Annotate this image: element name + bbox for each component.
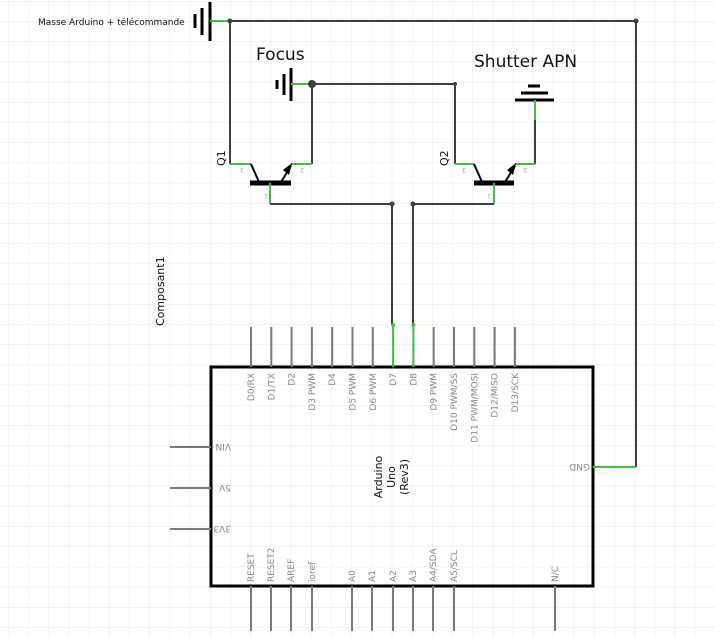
pin-d3-pwm[interactable]: D3 PWM	[308, 327, 318, 411]
pin-gnd[interactable]: GND	[569, 461, 636, 471]
pin-reset2[interactable]: RESET2	[267, 547, 277, 631]
q1-pin-base: 1	[264, 192, 268, 199]
shutter-label: Shutter APN	[474, 52, 577, 72]
pin-label: AREF	[287, 559, 297, 582]
q2-pin-collector: 3	[462, 166, 466, 173]
pin-aref[interactable]: AREF	[287, 559, 297, 631]
arduino-title: Arduino Uno (Rev3)	[372, 455, 411, 498]
pin-label: RESET2	[267, 547, 277, 582]
pin-label: 5V	[218, 482, 231, 492]
pin-label: RESET	[247, 553, 257, 582]
pin-label: VIN	[215, 441, 231, 451]
pin-label: D10 PWM/SS	[450, 373, 460, 431]
pin-label: N/C	[551, 566, 561, 582]
pin-n-c[interactable]: N/C	[551, 566, 561, 631]
pin-label: D11 PWM/MOSI	[470, 373, 480, 443]
pin-label: A3	[409, 570, 419, 582]
pin-label: D2	[288, 373, 298, 386]
ground-main-label: Masse Arduino + télécommande	[38, 17, 185, 28]
pin-d9-pwm[interactable]: D9 PWM	[430, 327, 440, 411]
q2-label: Q2	[438, 150, 451, 166]
pin-a0[interactable]: A0	[348, 570, 358, 631]
ground-symbol-main[interactable]	[193, 2, 230, 41]
wire-q2-base-to-d8[interactable]	[410, 201, 495, 326]
pin-a4-sda[interactable]: A4/SDA	[429, 548, 439, 631]
pin-d4[interactable]: D4	[328, 327, 338, 386]
pin-label: D8	[409, 373, 419, 386]
pin-label: A0	[348, 570, 358, 582]
pin-label: D5 PWM	[349, 373, 359, 411]
pin-d2[interactable]: D2	[288, 327, 298, 386]
q2-pin-base: 1	[487, 192, 491, 199]
pin-label: D7	[389, 373, 399, 386]
pin-label: A2	[389, 570, 399, 582]
pin-d11-pwm-mosi[interactable]: D11 PWM/MOSI	[470, 327, 480, 443]
component-label: Composant1	[154, 256, 167, 326]
pin-5v[interactable]: 5V	[170, 482, 231, 492]
pin-label: D6 PWM	[369, 373, 379, 411]
q1-label: Q1	[215, 150, 228, 166]
pin-a1[interactable]: A1	[368, 570, 378, 631]
arduino-title-line3: (Rev3)	[398, 459, 411, 495]
pin-label: D9 PWM	[430, 373, 440, 411]
q1-pin-emitter: 2	[300, 166, 304, 173]
pin-d6-pwm[interactable]: D6 PWM	[369, 327, 379, 411]
pin-d12-miso[interactable]: D12/MISO	[491, 327, 501, 418]
pin-vin[interactable]: VIN	[170, 441, 231, 451]
arduino-title-line1: Arduino	[372, 455, 385, 498]
pin-ioref[interactable]: ioref	[308, 561, 318, 631]
transistor-q2[interactable]: 3 2 1	[455, 163, 535, 204]
pin-d5-pwm[interactable]: D5 PWM	[349, 327, 359, 411]
pin-label: D12/MISO	[491, 373, 501, 418]
pin-d7[interactable]: D7	[389, 323, 399, 386]
pin-label: ioref	[308, 561, 318, 582]
pin-label: GND	[569, 461, 590, 471]
pin-d8[interactable]: D8	[409, 323, 419, 386]
pin-d13-sck[interactable]: D13/SCK	[511, 327, 521, 412]
pin-reset[interactable]: RESET	[247, 553, 257, 631]
pin-label: D4	[328, 373, 338, 386]
wire-focus[interactable]	[308, 80, 457, 164]
arduino-board[interactable]	[209, 365, 595, 588]
q2-pin-emitter: 2	[523, 166, 527, 173]
pin-label: A5/SCL	[450, 550, 460, 582]
pin-label: D3 PWM	[308, 373, 318, 411]
pin-label: D1/TX	[267, 373, 277, 400]
focus-label: Focus	[256, 45, 305, 65]
arduino-bottom-pins: RESET RESET2 AREF ioref A0 A1 A2 A3 A4/SDA A5/SCL…	[247, 547, 561, 631]
pin-3v3[interactable]: 3V3	[170, 523, 231, 533]
arduino-title-line2: Uno	[385, 466, 398, 488]
pin-label: A1	[368, 570, 378, 582]
pin-d0-rx[interactable]: D0/RX	[247, 327, 257, 401]
ground-symbol-shutter[interactable]	[515, 84, 554, 120]
pin-label: D0/RX	[247, 373, 257, 401]
pin-a5-scl[interactable]: A5/SCL	[450, 550, 460, 631]
wire-q1-base-to-d7[interactable]	[270, 201, 395, 326]
pin-d10-pwm-ss[interactable]: D10 PWM/SS	[450, 327, 460, 431]
arduino-right-pins: GND	[569, 461, 636, 471]
pin-label: 3V3	[213, 523, 231, 533]
pin-a2[interactable]: A2	[389, 570, 399, 631]
arduino-top-pins: D0/RX D1/TX D2 D3 PWM D4 D5 PWM D6 PWM D7 D8 D9 P…	[247, 323, 521, 443]
pin-label: A4/SDA	[429, 548, 439, 582]
wire-ground-bus[interactable]	[227, 18, 639, 468]
pin-label: D13/SCK	[511, 372, 521, 412]
pin-d1-tx[interactable]: D1/TX	[267, 327, 277, 400]
q1-pin-collector: 3	[240, 166, 244, 173]
pin-a3[interactable]: A3	[409, 570, 419, 631]
arduino-left-pins: VIN 5V 3V3	[170, 441, 231, 533]
transistor-q1[interactable]: 3 2 1	[230, 163, 312, 204]
